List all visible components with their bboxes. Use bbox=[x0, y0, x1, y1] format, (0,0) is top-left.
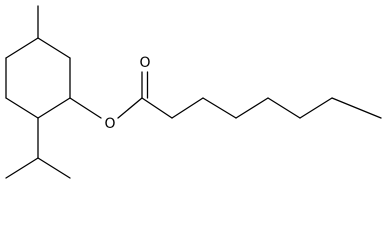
chain-bond-7 bbox=[331, 97, 382, 119]
ester-oxygen-to-carbonyl-bond bbox=[117, 97, 143, 119]
chain-bond-6 bbox=[299, 97, 333, 119]
ring-to-ester-oxygen-bond bbox=[69, 97, 102, 119]
chain-bond-2 bbox=[171, 97, 204, 119]
chain-bond-5 bbox=[267, 97, 301, 119]
ring-bond-4 bbox=[5, 97, 39, 119]
isopropyl-bond-3 bbox=[37, 157, 71, 179]
ring-bond-3 bbox=[37, 97, 71, 119]
ester-oxygen-label: O bbox=[104, 116, 115, 132]
ring-bond-1 bbox=[37, 37, 71, 59]
isopropyl-bond-2 bbox=[5, 157, 39, 179]
chain-bond-1 bbox=[141, 97, 173, 119]
skeletal-formula: O O bbox=[5, 5, 382, 179]
ring-bond-6 bbox=[5, 37, 39, 59]
carbonyl-oxygen-label: O bbox=[139, 55, 150, 71]
chain-bond-3 bbox=[202, 97, 237, 119]
chain-bond-4 bbox=[235, 97, 269, 119]
